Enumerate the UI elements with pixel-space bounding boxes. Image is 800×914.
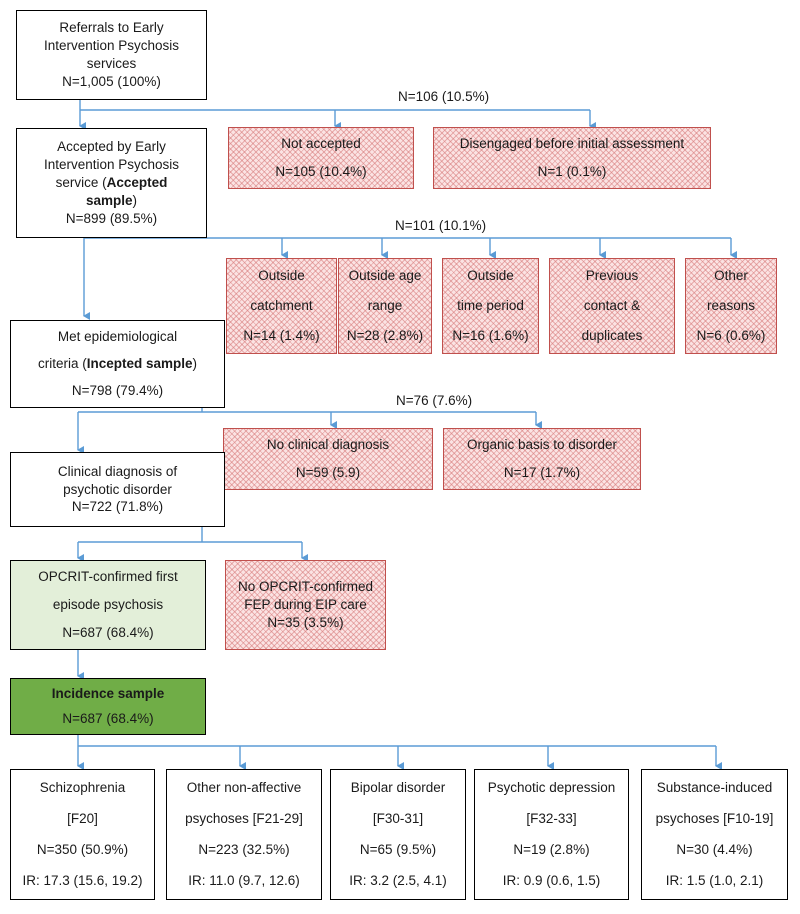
not-accepted-box: Not accepted N=105 (10.4%) [228, 127, 414, 189]
clinical-line-1: Clinical diagnosis of [57, 463, 178, 479]
diagnosis-incidence-rate: IR: 0.9 (0.6, 1.5) [502, 873, 601, 889]
no-opcrit-line-1: No OPCRIT-confirmed [237, 579, 374, 595]
outside-age-line-1: Outside age [348, 268, 422, 284]
diagnosis-bipolar-box: Bipolar disorder [F30-31] N=65 (9.5%) IR… [330, 769, 466, 900]
previous-contact-box: Previous contact & duplicates [549, 258, 675, 354]
diagnosis-substance-induced-box: Substance-induced psychoses [F10-19] N=3… [641, 769, 788, 900]
organic-basis-box: Organic basis to disorder N=17 (1.7%) [443, 428, 641, 490]
diagnosis-count: N=350 (50.9%) [36, 842, 129, 858]
opcrit-count: N=687 (68.4%) [62, 625, 154, 641]
organic-basis-label: Organic basis to disorder [466, 437, 618, 453]
other-reasons-count: N=6 (0.6%) [696, 328, 766, 344]
accepted-line-1: Accepted by Early [57, 139, 166, 155]
diagnosis-name: Other non-affective [186, 779, 302, 795]
no-opcrit-box: No OPCRIT-confirmed FEP during EIP care … [225, 560, 386, 650]
not-accepted-count: N=105 (10.4%) [275, 164, 367, 180]
accepted-line-3: service (Accepted [55, 175, 168, 191]
diagnosis-code: [F32-33] [526, 810, 577, 826]
accepted-line-2: Intervention Psychosis [43, 157, 180, 173]
excluded-2-total: N=101 (10.1%) [395, 218, 487, 233]
diagnosis-name: Psychotic depression [487, 779, 616, 795]
diagnosis-other-nonaffective-box: Other non-affective psychoses [F21-29] N… [166, 769, 322, 900]
other-reasons-box: Other reasons N=6 (0.6%) [685, 258, 777, 354]
diagnosis-incidence-rate: IR: 17.3 (15.6, 19.2) [22, 873, 143, 889]
accepted-count: N=899 (89.5%) [65, 210, 158, 226]
outside-time-line-2: time period [457, 298, 524, 314]
outside-time-line-1: Outside [467, 268, 514, 284]
outside-age-line-2: range [367, 298, 403, 314]
other-reasons-line-1: Other [714, 268, 748, 284]
diagnosis-incidence-rate: IR: 3.2 (2.5, 4.1) [349, 873, 447, 889]
outside-age-box: Outside age range N=28 (2.8%) [338, 258, 432, 354]
excluded-1-total: N=106 (10.5%) [398, 89, 490, 104]
opcrit-confirmed-box: OPCRIT-confirmed first episode psychosis… [10, 560, 206, 650]
no-diagnosis-label: No clinical diagnosis [266, 437, 390, 453]
accepted-line-4: sample) [85, 192, 138, 208]
incidence-count: N=687 (68.4%) [62, 711, 154, 727]
no-diagnosis-count: N=59 (5.9) [295, 465, 361, 481]
diagnosis-count: N=65 (9.5%) [359, 842, 437, 858]
diagnosis-code: [F30-31] [372, 810, 424, 826]
referrals-line-1: Referrals to Early [59, 20, 164, 36]
no-opcrit-line-2: FEP during EIP care [244, 597, 367, 613]
outside-catchment-box: Outside catchment N=14 (1.4%) [226, 258, 337, 354]
not-accepted-label: Not accepted [281, 136, 361, 152]
opcrit-line-1: OPCRIT-confirmed first [38, 569, 178, 585]
outside-time-count: N=16 (1.6%) [452, 328, 529, 344]
outside-time-box: Outside time period N=16 (1.6%) [442, 258, 539, 354]
diagnosis-schizophrenia-box: Schizophrenia [F20] N=350 (50.9%) IR: 17… [10, 769, 155, 900]
diagnosis-count: N=30 (4.4%) [676, 842, 753, 858]
diagnosis-incidence-rate: IR: 1.5 (1.0, 2.1) [665, 873, 764, 889]
diagnosis-psychotic-depression-box: Psychotic depression [F32-33] N=19 (2.8%… [474, 769, 629, 900]
incepted-count: N=798 (79.4%) [71, 383, 164, 399]
incepted-line-1: Met epidemiological [57, 328, 178, 344]
outside-catchment-line-2: catchment [250, 298, 313, 314]
diagnosis-count: N=223 (32.5%) [198, 842, 290, 858]
incidence-sample-box: Incidence sample N=687 (68.4%) [10, 678, 206, 735]
excluded-3-total: N=76 (7.6%) [396, 393, 473, 408]
accepted-box: Accepted by Early Intervention Psychosis… [16, 128, 207, 238]
referrals-line-2: Intervention Psychosis [43, 38, 180, 54]
outside-catchment-count: N=14 (1.4%) [243, 328, 320, 344]
disengaged-count: N=1 (0.1%) [537, 164, 607, 180]
other-reasons-line-2: reasons [706, 298, 756, 314]
incepted-line-2: criteria (Incepted sample) [37, 356, 198, 372]
previous-contact-line-2: contact & [583, 298, 641, 314]
diagnosis-incidence-rate: IR: 11.0 (9.7, 12.6) [188, 873, 300, 889]
diagnosis-count: N=19 (2.8%) [513, 842, 590, 858]
outside-catchment-line-1: Outside [258, 268, 305, 284]
referrals-line-3: services [86, 56, 137, 71]
no-diagnosis-box: No clinical diagnosis N=59 (5.9) [223, 428, 433, 490]
previous-contact-line-1: Previous [585, 268, 639, 284]
disengaged-box: Disengaged before initial assessment N=1… [433, 127, 711, 189]
clinical-diagnosis-box: Clinical diagnosis of psychotic disorder… [10, 452, 225, 527]
previous-contact-line-3: duplicates [581, 328, 643, 344]
diagnosis-name: Bipolar disorder [350, 779, 446, 795]
outside-age-count: N=28 (2.8%) [346, 328, 424, 344]
disengaged-label: Disengaged before initial assessment [459, 136, 685, 152]
diagnosis-code: psychoses [F10-19] [655, 810, 774, 826]
incepted-box: Met epidemiological criteria (Incepted s… [10, 320, 225, 408]
clinical-line-2: psychotic disorder [63, 481, 172, 497]
diagnosis-name: Substance-induced [656, 779, 773, 795]
clinical-count: N=722 (71.8%) [71, 499, 164, 515]
organic-basis-count: N=17 (1.7%) [503, 465, 581, 481]
no-opcrit-count: N=35 (3.5%) [267, 614, 344, 630]
referrals-box: Referrals to Early Intervention Psychosi… [16, 10, 207, 100]
diagnosis-code: psychoses [F21-29] [185, 810, 303, 826]
incidence-title: Incidence sample [51, 685, 165, 701]
diagnosis-name: Schizophrenia [39, 779, 126, 795]
referrals-count: N=1,005 (100%) [62, 73, 161, 89]
diagnosis-code: [F20] [67, 810, 98, 826]
opcrit-line-2: episode psychosis [52, 597, 164, 613]
